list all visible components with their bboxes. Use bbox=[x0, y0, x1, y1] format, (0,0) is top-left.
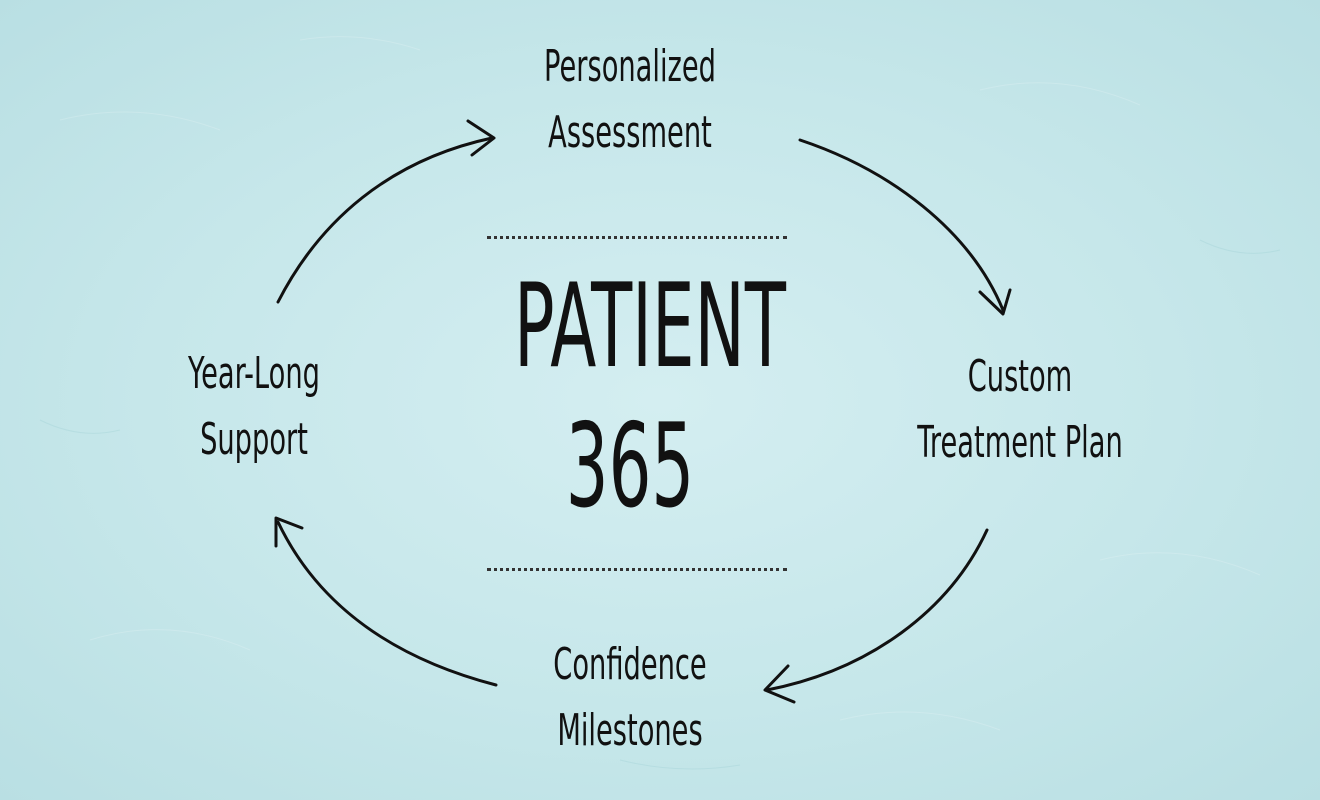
step-label-line2: Support bbox=[200, 414, 308, 465]
arrow-to-treatment-plan bbox=[798, 138, 1005, 312]
dotted-divider-top bbox=[487, 236, 787, 239]
step-label-line1: Custom bbox=[967, 351, 1073, 402]
arrowhead-to-treatment-plan bbox=[978, 288, 1012, 316]
arrow-to-milestones bbox=[765, 528, 989, 692]
step-label-line1: Confidence bbox=[553, 639, 707, 690]
dotted-divider-bottom bbox=[487, 568, 787, 571]
step-custom-treatment-plan: Custom Treatment Plan bbox=[884, 344, 1157, 476]
step-label-line1: Personalized bbox=[544, 41, 716, 92]
arrow-to-assessment bbox=[276, 136, 494, 304]
center-title: PATIENT bbox=[514, 259, 786, 394]
step-label-line1: Year-Long bbox=[188, 348, 320, 399]
arrowhead-to-support bbox=[274, 516, 304, 548]
step-year-long-support: Year-Long Support bbox=[118, 341, 391, 473]
arrowhead-to-assessment bbox=[466, 119, 496, 157]
center-number: 365 bbox=[565, 399, 695, 534]
step-label-line2: Treatment Plan bbox=[917, 417, 1123, 468]
arrowhead-to-milestones bbox=[763, 664, 796, 704]
step-label-line2: Assessment bbox=[548, 107, 712, 158]
step-label-line2: Milestones bbox=[557, 705, 703, 756]
step-confidence-milestones: Confidence Milestones bbox=[494, 632, 767, 764]
arrow-to-support bbox=[276, 520, 498, 687]
step-personalized-assessment: Personalized Assessment bbox=[494, 34, 767, 166]
